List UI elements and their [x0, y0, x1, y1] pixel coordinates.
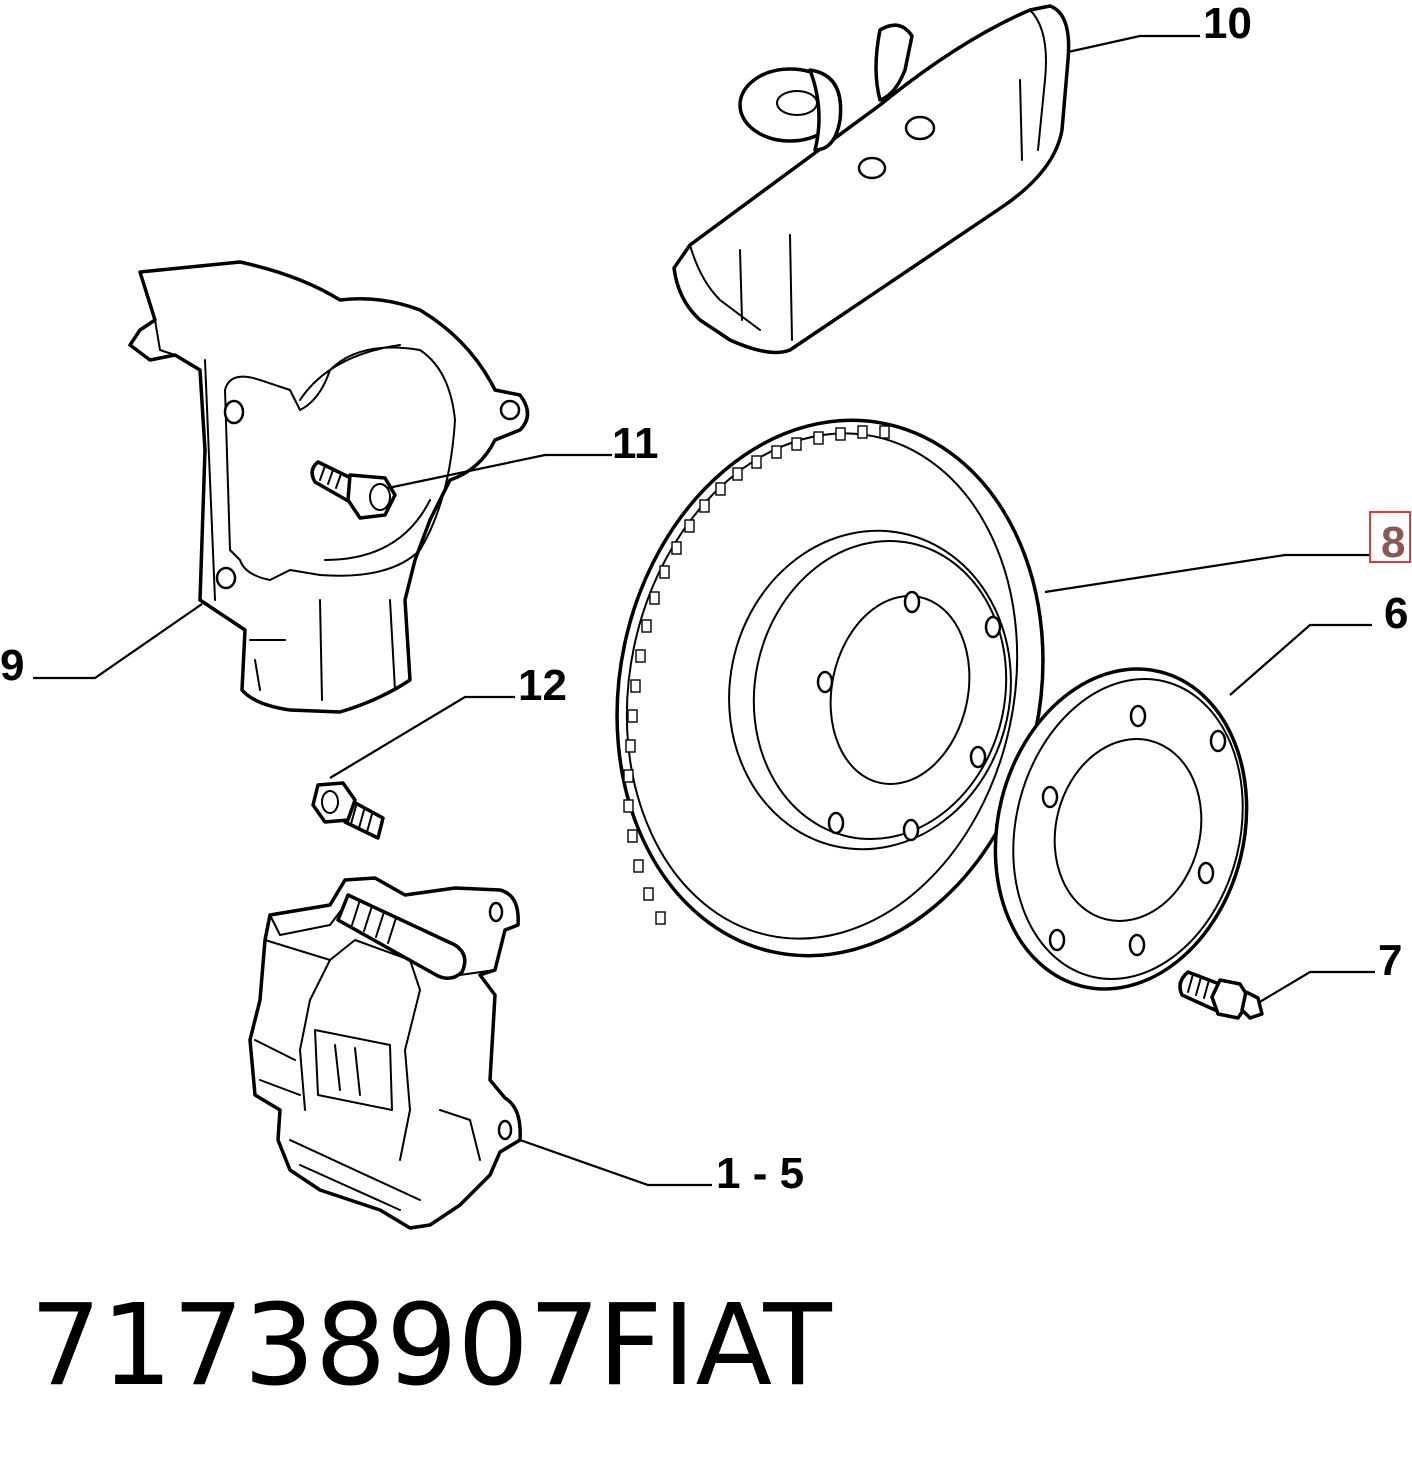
label-10: 10 [1203, 0, 1252, 48]
brand-name: FIAT [598, 1281, 832, 1411]
leader-line-8 [1044, 553, 1370, 594]
leader-line-10 [1067, 34, 1200, 54]
leader-line-1-5 [519, 1138, 712, 1187]
leader-line-7 [1257, 970, 1375, 1004]
leader-line-6 [1229, 623, 1372, 696]
label-11: 11 [612, 419, 659, 468]
highlight-box-8 [1369, 511, 1411, 563]
part-number: 71738907 [30, 1281, 601, 1411]
hub-plate-part-6 [993, 667, 1249, 991]
label-1-5: 1 - 5 [716, 1149, 804, 1198]
bolt-part-11 [310, 460, 397, 520]
brake-pad-part-10 [672, 4, 1071, 355]
leader-line-12 [329, 695, 515, 779]
brake-caliper-parts-1-5 [248, 876, 522, 1230]
brake-disc-part-8 [615, 418, 1045, 958]
leader-line-9 [33, 603, 203, 680]
bolt-part-12 [311, 781, 385, 840]
label-7: 7 [1378, 936, 1402, 985]
label-12: 12 [518, 661, 567, 710]
label-9: 9 [0, 641, 24, 690]
disc-vent-slots [623, 425, 890, 925]
leader-line-11 [387, 453, 612, 490]
bleed-screw-part-7 [1178, 970, 1264, 1020]
label-6: 6 [1384, 589, 1408, 638]
label-8: 8 [1381, 518, 1405, 567]
